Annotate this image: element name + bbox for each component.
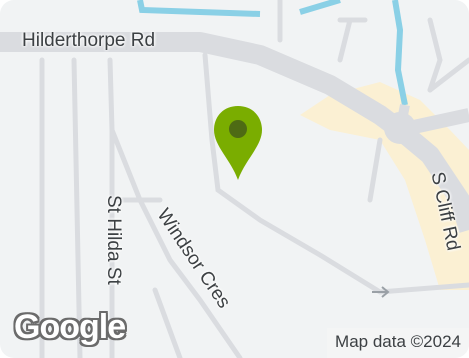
- park-area: [300, 82, 469, 290]
- minor-road: [367, 137, 383, 203]
- street-label-st-hilda: St Hilda St: [103, 195, 124, 285]
- minor-road: [71, 57, 83, 358]
- map-attribution[interactable]: Map data ©2024: [327, 328, 469, 358]
- roundabout: [384, 112, 416, 144]
- minor-road: [427, 57, 469, 93]
- google-logo[interactable]: Google: [14, 308, 126, 346]
- minor-road: [152, 287, 183, 358]
- minor-road: [109, 127, 243, 358]
- street-label-hilderthorpe: Hilderthorpe Rd: [22, 30, 156, 51]
- water-channel: [299, 0, 341, 15]
- one-way-arrow: [372, 286, 390, 298]
- water-channel: [137, 0, 261, 17]
- water-channel: [392, 0, 408, 106]
- minor-road: [337, 17, 353, 63]
- location-pin-icon[interactable]: [211, 104, 265, 182]
- main-road: [0, 32, 469, 233]
- minor-road: [427, 17, 443, 93]
